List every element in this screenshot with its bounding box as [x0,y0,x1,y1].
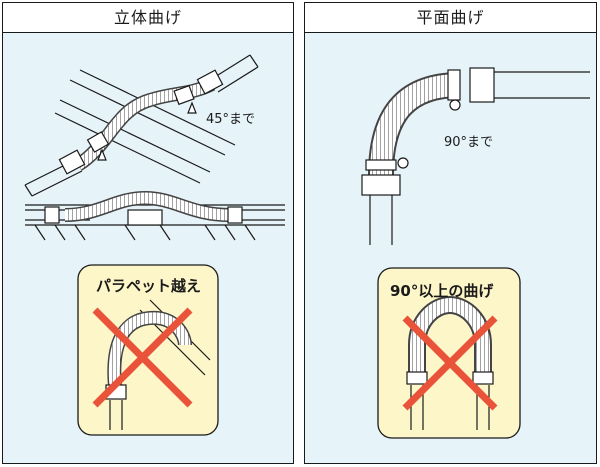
ng-caption-parapet: パラペット越え [96,277,202,295]
panel-title-plane-bending: 平面曲げ [305,3,596,33]
side-view-parapet-bend [25,190,285,241]
ng-cross-mark-left [92,307,193,408]
ng-caption-over-90: 90°以上の曲げ [390,282,494,300]
max-angle-label-45: 45°まで [206,112,256,127]
isometric-duct-bend [24,54,259,197]
warning-box-over-90 [377,267,521,439]
plane-duct-bend [361,67,590,245]
warning-box-parapet [77,264,219,436]
ng-cross-mark-right [402,315,498,411]
panel-title-3d-bending: 立体曲げ [3,3,293,33]
max-angle-label-90: 90°まで [444,135,494,150]
